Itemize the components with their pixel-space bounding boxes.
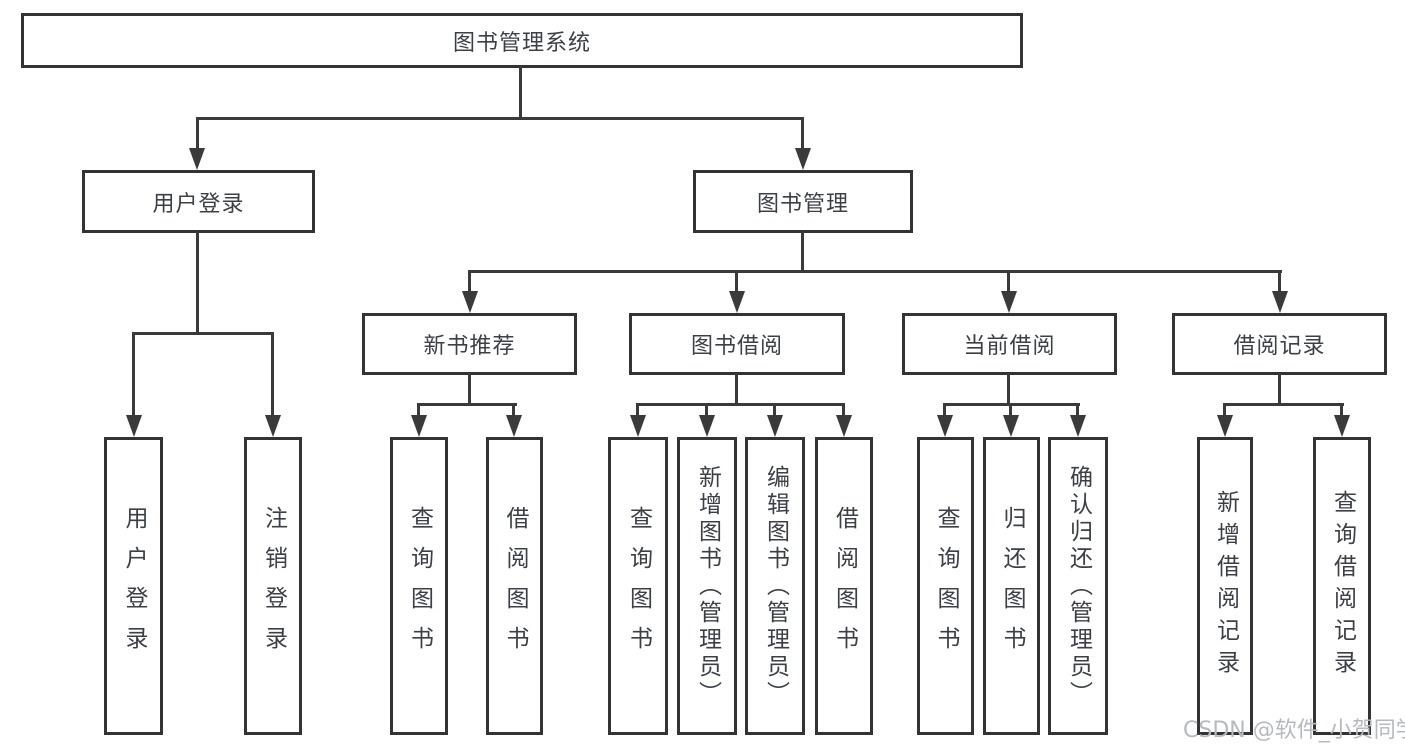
arrow-down-icon [729,291,745,313]
arrow-down-icon [189,148,205,170]
arrow-down-icon [937,415,953,437]
node-user-login-label: 用户登录 [152,191,245,217]
node-root: 图书管理系统 [21,13,1023,68]
connector-horizontal [417,403,517,406]
arrow-down-icon [1217,415,1233,437]
node-book-mgmt: 图书管理 [693,170,913,233]
node-current-borrow-label: 当前借阅 [963,334,1056,359]
leaf-query-books-borrow-label: 查询图书 [625,506,652,666]
leaf-borrow-books-recommend: 借阅图书 [486,437,543,735]
connector-to-leaf [773,403,776,417]
node-book-mgmt-label: 图书管理 [756,191,849,217]
arrow-down-icon [1003,415,1019,437]
leaf-edit-book-admin-label: 编辑图书（管理员） [762,464,789,708]
connector-horizontal [1223,403,1344,406]
connector-to-user-login [196,117,199,150]
leaf-add-book-admin-label: 新增图书（管理员） [694,464,721,708]
node-new-book-recommend-label: 新书推荐 [423,334,516,359]
connector-vertical [735,373,738,406]
arrow-down-icon [462,291,478,313]
connector-root-vertical [519,66,522,119]
connector-to-leaf [705,403,708,417]
node-book-borrow: 图书借阅 [629,313,845,375]
connector-vertical [1278,373,1281,406]
arrow-down-icon [836,415,852,437]
connector-to-leaf [943,403,946,417]
connector-vertical [1007,373,1010,406]
connector-to-new-book [468,270,471,294]
leaf-borrow-books-label: 借阅图书 [831,506,858,666]
arrow-down-icon [506,415,522,437]
arrow-down-icon [265,415,281,437]
node-book-borrow-label: 图书借阅 [690,334,783,359]
leaf-user-login-label: 用户登录 [121,506,147,666]
leaf-user-login: 用户登录 [104,437,163,735]
arrow-down-icon [795,148,811,170]
connector-to-borrow-records [1278,270,1281,294]
node-current-borrow: 当前借阅 [902,313,1117,375]
leaf-edit-book-admin: 编辑图书（管理员） [745,437,805,735]
arrow-down-icon [1272,291,1288,313]
connector-to-leaf [132,332,135,417]
leaf-confirm-return-admin: 确认归还（管理员） [1048,437,1108,735]
arrow-down-icon [767,415,783,437]
arrow-down-icon [630,415,646,437]
connector-to-leaf [1076,403,1079,417]
leaf-query-books-borrow: 查询图书 [608,437,668,735]
leaf-query-books-current: 查询图书 [917,437,974,735]
arrow-down-icon [699,415,715,437]
arrow-down-icon [1070,415,1086,437]
connector-to-leaf [512,403,515,417]
node-borrow-records: 借阅记录 [1172,313,1387,375]
connector-to-book-mgmt [801,117,804,150]
connector-user-login-vertical [196,231,199,335]
node-new-book-recommend: 新书推荐 [362,313,577,375]
leaf-add-book-admin: 新增图书（管理员） [677,437,737,735]
connector-user-login-horizontal [132,332,274,335]
connector-to-leaf [1340,403,1343,417]
csdn-watermark: CSDN @软件_小贺同学 [1183,718,1405,743]
connector-to-leaf [636,403,639,417]
leaf-query-books-recommend-label: 查询图书 [406,506,433,666]
node-borrow-records-label: 借阅记录 [1233,334,1326,359]
leaf-borrow-books: 借阅图书 [815,437,873,735]
node-user-login: 用户登录 [82,170,315,233]
leaf-add-borrow-record-label: 新增借阅记录 [1212,490,1239,682]
connector-to-book-borrow [735,270,738,294]
connector-to-current-borrow [1007,270,1010,294]
leaf-add-borrow-record: 新增借阅记录 [1197,437,1253,735]
leaf-return-book: 归还图书 [983,437,1040,735]
leaf-query-books-recommend: 查询图书 [390,437,448,735]
leaf-confirm-return-admin-label: 确认归还（管理员） [1065,464,1092,708]
arrow-down-icon [126,415,142,437]
connector-root-horizontal [196,117,804,120]
connector-book-mgmt-horizontal [468,270,1282,273]
leaf-query-borrow-record: 查询借阅记录 [1313,437,1371,735]
leaf-logout: 注销登录 [244,437,302,735]
connector-to-leaf [271,332,274,417]
connector-book-mgmt-vertical [801,231,804,273]
leaf-query-borrow-record-label: 查询借阅记录 [1329,490,1356,682]
leaf-logout-label: 注销登录 [260,506,287,666]
leaf-borrow-books-recommend-label: 借阅图书 [502,506,528,666]
arrow-down-icon [1001,291,1017,313]
leaf-return-book-label: 归还图书 [999,506,1025,666]
leaf-query-books-current-label: 查询图书 [933,506,959,666]
node-root-label: 图书管理系统 [452,30,591,56]
connector-horizontal [636,403,845,406]
connector-to-leaf [842,403,845,417]
connector-to-leaf [1223,403,1226,417]
arrow-down-icon [1334,415,1350,437]
connector-to-leaf [417,403,420,417]
arrow-down-icon [411,415,427,437]
connector-to-leaf [1009,403,1012,417]
connector-vertical [468,373,471,406]
